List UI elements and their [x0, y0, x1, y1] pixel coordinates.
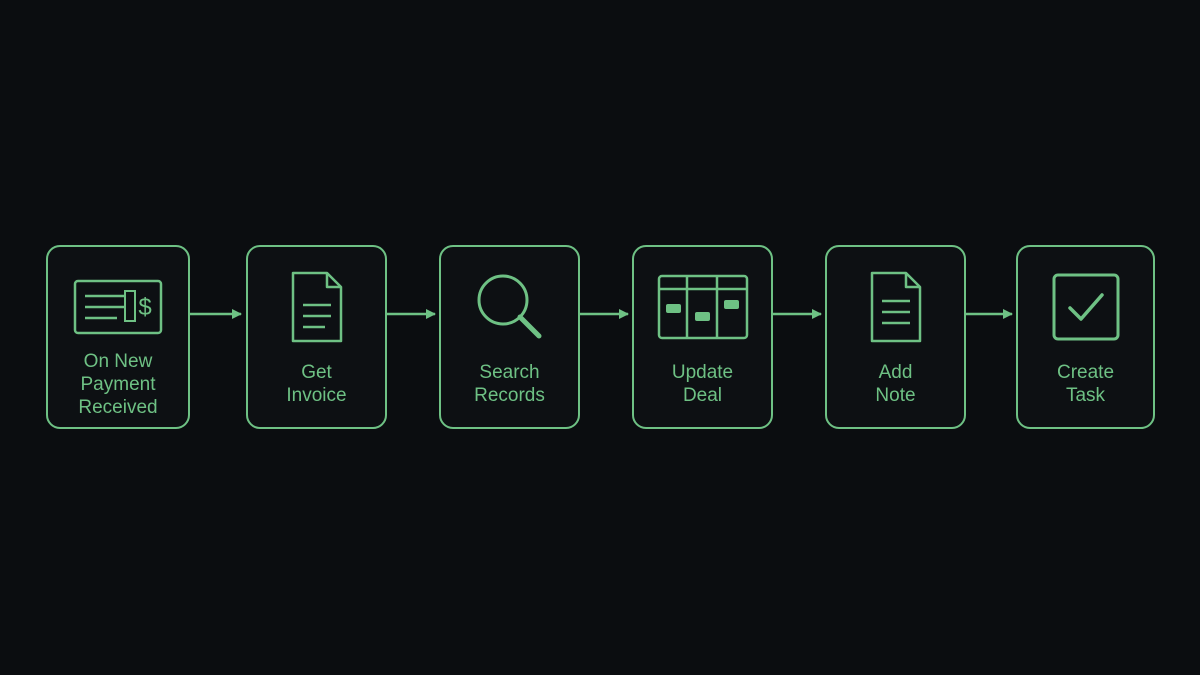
step-label-line: Received	[78, 397, 158, 418]
step-label-line: Records	[474, 385, 545, 406]
step-label-line: On New	[83, 351, 153, 372]
step-label-line: Update	[671, 362, 734, 383]
step-label-line: Task	[1065, 385, 1106, 406]
step-get-invoice[interactable]: Get Invoice	[246, 245, 387, 429]
magnifier-icon	[441, 269, 578, 345]
step-label-line: Add	[878, 362, 913, 383]
step-add-note[interactable]: Add Note	[825, 245, 966, 429]
step-label: Get Invoice	[252, 361, 381, 407]
step-label-line: Invoice	[286, 385, 347, 406]
step-label-line: Get	[301, 362, 332, 383]
step-update-deal[interactable]: Update Deal	[632, 245, 773, 429]
step-on-new-payment-received[interactable]: $ On New Payment Received	[46, 245, 190, 429]
step-create-task[interactable]: Create Task	[1016, 245, 1155, 429]
step-label: Create Task	[1022, 361, 1149, 407]
payment-check-icon: $	[48, 269, 188, 345]
kanban-board-icon	[634, 269, 771, 345]
step-label-line: Deal	[682, 385, 723, 406]
step-label-line: Search	[479, 362, 540, 383]
checkbox-icon	[1018, 269, 1153, 345]
note-icon	[827, 269, 964, 345]
step-label-line: Note	[875, 385, 916, 406]
step-label-line: Create	[1056, 362, 1115, 383]
step-label: On New Payment Received	[52, 350, 184, 419]
step-label-line: Payment	[80, 374, 156, 395]
document-icon	[248, 269, 385, 345]
step-search-records[interactable]: Search Records	[439, 245, 580, 429]
step-label: Search Records	[445, 361, 574, 407]
step-label: Update Deal	[638, 361, 767, 407]
svg-text:$: $	[138, 294, 151, 321]
step-label: Add Note	[831, 361, 960, 407]
